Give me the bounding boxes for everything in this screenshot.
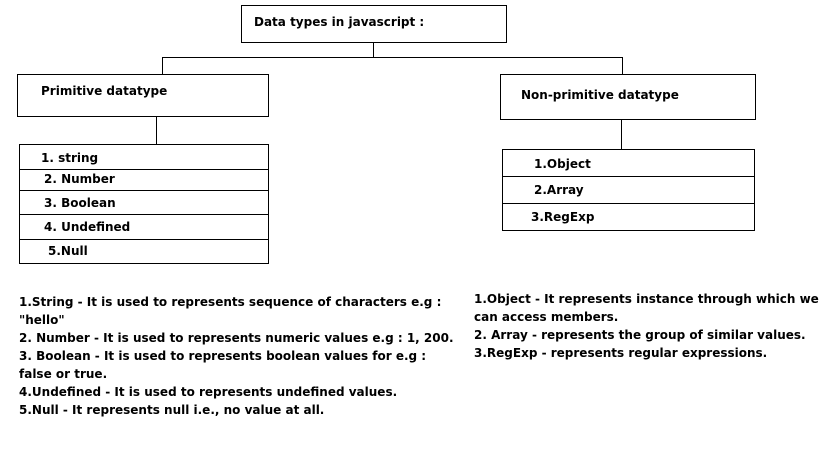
primitive-item-label: 3. Boolean — [44, 196, 116, 210]
primitive-item-label: 5.Null — [48, 244, 88, 258]
primitive-description-line: 2. Number - It is used to represents num… — [19, 331, 454, 345]
connector-non-primitive-list — [621, 120, 622, 149]
primitive-item-label: 4. Undefined — [44, 220, 131, 234]
primitive-item-label: 2. Number — [44, 172, 115, 186]
connector-to-non-primitive — [622, 57, 623, 74]
primitive-list-item: 2. Number — [19, 169, 269, 191]
connector-primitive-list — [156, 117, 157, 144]
non-primitive-item-label: 1.Object — [534, 157, 591, 171]
non-primitive-description-line: 3.RegExp - represents regular expression… — [474, 346, 768, 360]
primitive-descriptions: 1.String - It is used to represents sequ… — [19, 293, 459, 419]
non-primitive-heading: Non-primitive datatype — [521, 88, 679, 102]
primitive-heading-box: Primitive datatype — [17, 74, 269, 117]
primitive-description-line: false or true. — [19, 367, 108, 381]
primitive-description-line: 3. Boolean - It is used to represents bo… — [19, 349, 427, 363]
primitive-description-line: 5.Null - It represents null i.e., no val… — [19, 403, 325, 417]
primitive-list-item: 3. Boolean — [19, 190, 269, 215]
non-primitive-descriptions: 1.Object - It represents instance throug… — [474, 290, 819, 362]
title-text: Data types in javascript : — [254, 15, 425, 29]
title-box: Data types in javascript : — [241, 5, 507, 43]
primitive-list-item: 4. Undefined — [19, 214, 269, 240]
non-primitive-heading-box: Non-primitive datatype — [500, 74, 756, 120]
primitive-description-line: 4.Undefined - It is used to represents u… — [19, 385, 398, 399]
non-primitive-list-item: 2.Array — [502, 176, 755, 204]
non-primitive-description-line: 2. Array - represents the group of simil… — [474, 328, 806, 342]
connector-to-primitive — [162, 57, 163, 74]
primitive-list-item: 5.Null — [19, 239, 269, 264]
connector-title-down — [373, 43, 374, 57]
primitive-list-item: 1. string — [19, 144, 269, 170]
connector-horizontal — [162, 57, 623, 58]
primitive-item-label: 1. string — [41, 151, 99, 165]
non-primitive-description-line: can access members. — [474, 310, 619, 324]
primitive-description-line: "hello" — [19, 313, 65, 327]
non-primitive-list-item: 3.RegExp — [502, 203, 755, 231]
non-primitive-list-item: 1.Object — [502, 149, 755, 177]
primitive-description-line: 1.String - It is used to represents sequ… — [19, 295, 442, 309]
primitive-heading: Primitive datatype — [41, 84, 168, 98]
non-primitive-description-line: 1.Object - It represents instance throug… — [474, 292, 819, 306]
non-primitive-item-label: 3.RegExp — [531, 210, 595, 224]
non-primitive-item-label: 2.Array — [534, 183, 584, 197]
